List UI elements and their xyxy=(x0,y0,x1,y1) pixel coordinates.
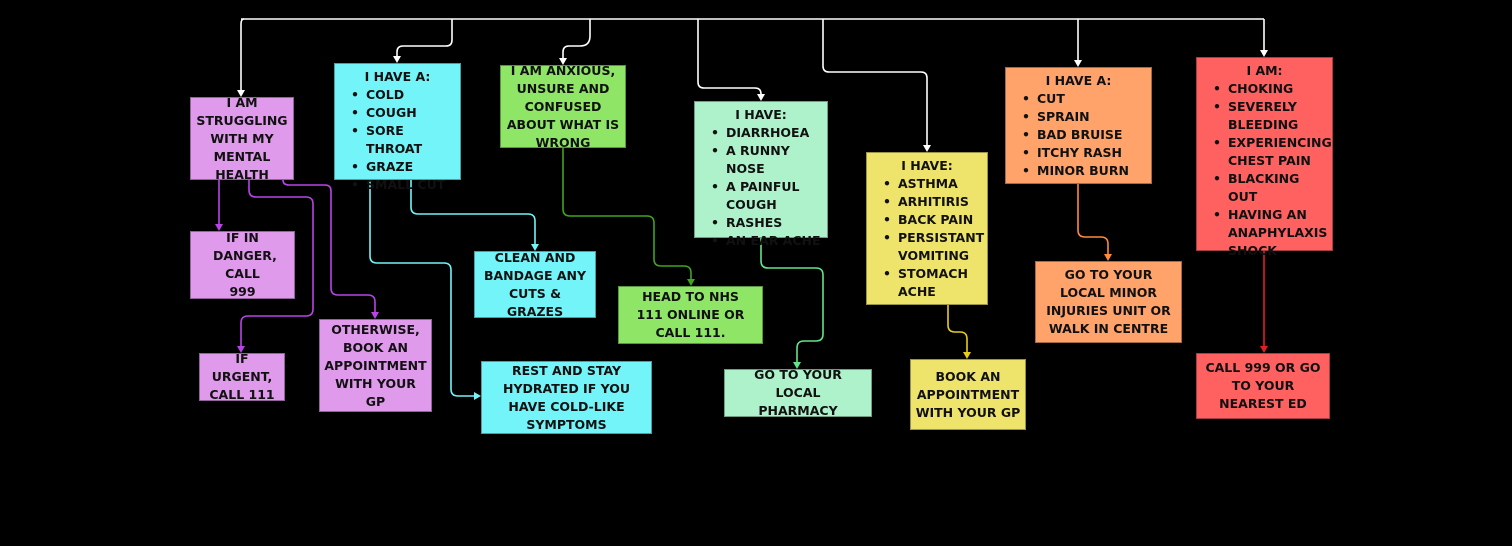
book-gp-text: BOOK AN APPOINTMENT WITH YOUR GP xyxy=(915,368,1021,420)
yellow-arrow xyxy=(963,352,971,359)
emergency-symptom-item: HAVING AN ANAPHYLAXIS SHOCK xyxy=(1213,206,1327,260)
emergency-symptom-item: SEVERELY BLEEDING xyxy=(1213,98,1306,134)
minor-injuries-text: GO TO YOUR LOCAL MINOR INJURIES UNIT OR … xyxy=(1046,267,1171,336)
asthma-symptoms-title: I HAVE: xyxy=(901,158,953,173)
injury-symptom-item: MINOR BURN xyxy=(1022,162,1147,180)
cyan-arrow xyxy=(474,392,481,400)
orange-arrow xyxy=(1104,254,1112,261)
anxious-to-111 xyxy=(562,148,692,279)
root-to-cold xyxy=(396,19,453,56)
clean-bandage-text: CLEAN AND BANDAGE ANY CUTS & GRAZES xyxy=(483,249,587,319)
diarrhoea-symptom-item: AN EAR ACHE xyxy=(711,232,823,250)
injury-symptoms-title: I HAVE A: xyxy=(1045,73,1112,88)
injury-symptom-item: CUT xyxy=(1022,90,1147,108)
cold-symptom-item: SMALL CUT xyxy=(351,176,456,194)
pink-arrow xyxy=(237,346,245,353)
injury-symptom-item: ITCHY RASH xyxy=(1022,144,1147,162)
diarrhoea-to-pharmacy xyxy=(760,238,824,362)
asthma-symptoms-box: I HAVE: ASTHMA ARHITIRIS BACK PAIN PERSI… xyxy=(866,152,988,305)
cold-to-rest xyxy=(369,180,474,397)
urgent-call-111-box: IF URGENT, CALL 111 xyxy=(199,351,285,402)
green-arrow xyxy=(687,279,695,286)
clean-bandage-box: CLEAN AND BANDAGE ANY CUTS & GRAZES xyxy=(474,249,596,319)
pink-arrow xyxy=(371,312,379,319)
pink-arrow xyxy=(215,224,223,231)
root-arrow xyxy=(559,58,567,65)
root-arrow xyxy=(237,90,245,97)
mental-to-urgent xyxy=(240,180,314,346)
cold-symptoms-title: I HAVE A: xyxy=(364,69,431,84)
rest-hydrated-box: REST AND STAY HYDRATED IF YOU HAVE COLD-… xyxy=(481,361,652,434)
emergency-symptom-item: CHOKING xyxy=(1213,80,1328,98)
root-arrow xyxy=(1074,60,1082,67)
diarrhoea-symptoms-list: DIARRHOEA A RUNNY NOSE A PAINFUL COUGH R… xyxy=(699,124,823,250)
cold-symptom-item: COLD xyxy=(351,86,456,104)
root-arrow xyxy=(923,145,931,152)
injuries-to-minor xyxy=(1077,184,1109,254)
diarrhoea-symptoms-box: I HAVE: DIARRHOEA A RUNNY NOSE A PAINFUL… xyxy=(694,101,828,250)
mental-health-box: I AM STRUGGLING WITH MY MENTAL HEALTH xyxy=(190,95,294,182)
otherwise-gp-box: OTHERWISE, BOOK AN APPOINTMENT WITH YOUR… xyxy=(319,319,432,412)
diarrhoea-symptoms-title: I HAVE: xyxy=(735,107,787,122)
cold-to-clean xyxy=(410,180,536,244)
root-to-mental-health xyxy=(240,18,245,90)
call-999-box: CALL 999 OR GO TO YOUR NEAREST ED xyxy=(1196,353,1330,419)
anxious-text: I AM ANXIOUS, UNSURE AND CONFUSED ABOUT … xyxy=(506,62,620,150)
root-to-anxious xyxy=(562,19,591,58)
urgent-call-111-text: IF URGENT, CALL 111 xyxy=(209,351,275,402)
asthma-symptoms-list: ASTHMA ARHITIRIS BACK PAIN PERSISTANT VO… xyxy=(871,175,984,301)
danger-call-999-text: IF IN DANGER, CALL 999 xyxy=(213,230,277,299)
diarrhoea-symptom-item: A RUNNY NOSE xyxy=(711,142,823,178)
mental-health-text: I AM STRUGGLING WITH MY MENTAL HEALTH xyxy=(196,94,288,182)
injury-symptom-item: SPRAIN xyxy=(1022,108,1147,126)
book-gp-box: BOOK AN APPOINTMENT WITH YOUR GP xyxy=(910,359,1026,430)
emergency-symptoms-box: I AM: CHOKING SEVERELY BLEEDING EXPERIEN… xyxy=(1196,57,1333,258)
emergency-symptom-item: BLACKING OUT xyxy=(1213,170,1328,206)
cyan-arrow xyxy=(531,244,539,251)
cold-symptoms-box: I HAVE A: COLD COUGH SORE THROAT GRAZE S… xyxy=(334,63,461,194)
pharmacy-box: GO TO YOUR LOCAL PHARMACY xyxy=(724,367,872,418)
injury-symptoms-box: I HAVE A: CUT SPRAIN BAD BRUISE ITCHY RA… xyxy=(1005,67,1152,184)
cold-symptom-item: COUGH xyxy=(351,104,456,122)
cold-symptom-item: GRAZE xyxy=(351,158,456,176)
root-arrow xyxy=(757,94,765,101)
asthma-symptom-item: BACK PAIN xyxy=(883,211,983,229)
cold-symptoms-list: COLD COUGH SORE THROAT GRAZE SMALL CUT xyxy=(339,86,456,194)
diarrhoea-symptom-item: RASHES xyxy=(711,214,823,232)
rest-hydrated-text: REST AND STAY HYDRATED IF YOU HAVE COLD-… xyxy=(503,362,630,432)
root-arrow xyxy=(1260,50,1268,57)
diarrhoea-symptom-item: A PAINFUL COUGH xyxy=(711,178,801,214)
asthma-symptom-item: PERSISTANT VOMITING xyxy=(883,229,984,265)
asthma-to-gp xyxy=(947,305,968,352)
root-to-diarrhoea xyxy=(697,19,762,95)
asthma-symptom-item: STOMACH ACHE xyxy=(883,265,968,301)
injury-symptom-item: BAD BRUISE xyxy=(1022,126,1147,144)
anxious-box: I AM ANXIOUS, UNSURE AND CONFUSED ABOUT … xyxy=(500,63,626,150)
emergency-symptoms-title: I AM: xyxy=(1246,63,1283,78)
pharmacy-text: GO TO YOUR LOCAL PHARMACY xyxy=(754,367,842,418)
root-to-asthma xyxy=(822,19,928,145)
asthma-symptom-item: ARHITIRIS xyxy=(883,193,983,211)
danger-call-999-box: IF IN DANGER, CALL 999 xyxy=(190,230,295,299)
nhs-111-text: HEAD TO NHS 111 ONLINE OR CALL 111. xyxy=(636,289,745,340)
red-arrow xyxy=(1260,346,1268,353)
injury-symptoms-list: CUT SPRAIN BAD BRUISE ITCHY RASH MINOR B… xyxy=(1010,90,1147,180)
call-999-text: CALL 999 OR GO TO YOUR NEAREST ED xyxy=(1205,360,1321,411)
diarrhoea-symptom-item: DIARRHOEA xyxy=(711,124,823,142)
emergency-symptoms-list: CHOKING SEVERELY BLEEDING EXPERIENCING C… xyxy=(1201,80,1332,260)
emergency-symptom-item: EXPERIENCING CHEST PAIN xyxy=(1213,134,1332,170)
minor-injuries-box: GO TO YOUR LOCAL MINOR INJURIES UNIT OR … xyxy=(1035,261,1182,343)
mint-arrow xyxy=(793,362,801,369)
root-arrow xyxy=(393,56,401,63)
asthma-symptom-item: ASTHMA xyxy=(883,175,983,193)
mental-to-otherwise xyxy=(282,179,376,312)
nhs-111-box: HEAD TO NHS 111 ONLINE OR CALL 111. xyxy=(618,286,763,344)
cold-symptom-item: SORE THROAT xyxy=(351,122,456,158)
otherwise-gp-text: OTHERWISE, BOOK AN APPOINTMENT WITH YOUR… xyxy=(324,321,427,409)
